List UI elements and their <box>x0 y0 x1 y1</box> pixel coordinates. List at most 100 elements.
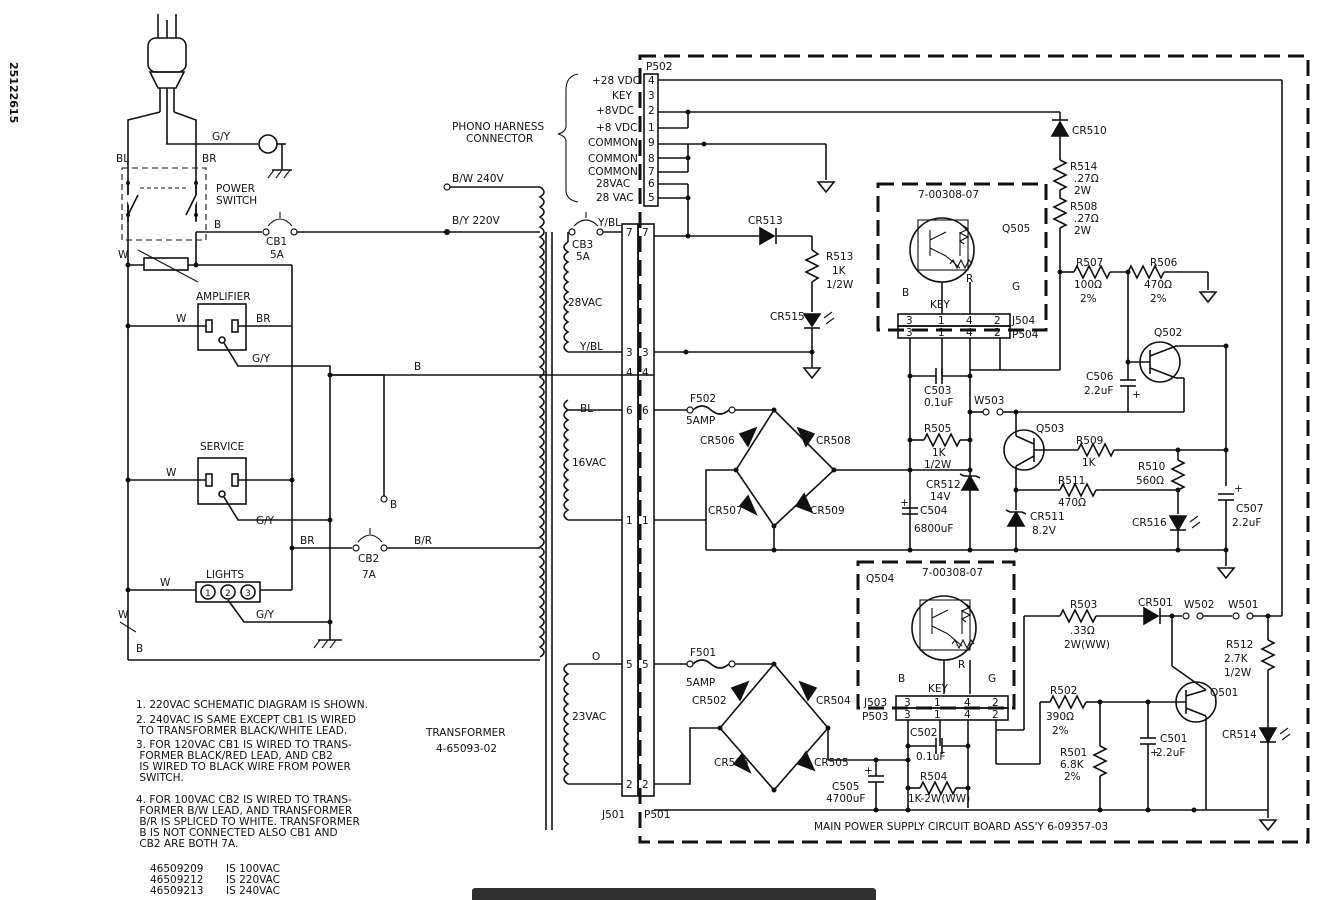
w501-label: W501 <box>1228 599 1258 611</box>
r501-label: R501 <box>1060 747 1087 759</box>
winding-bl: BL <box>580 403 593 415</box>
amplifier-label: AMPLIFIER <box>196 291 251 303</box>
r505-value: 1K <box>932 447 947 459</box>
winding-28vac: 28VAC <box>568 297 602 309</box>
line-plug <box>127 14 292 660</box>
cr501-label: CR501 <box>1138 597 1173 609</box>
svg-text:3: 3 <box>906 327 913 339</box>
reg1-g: G <box>1012 281 1020 293</box>
service-w-label: W <box>166 467 177 479</box>
r512-value: 2.7K <box>1224 653 1249 665</box>
f501-value: 5AMP <box>686 677 715 689</box>
transformer-part: 4-65093-02 <box>436 743 497 755</box>
horizontal-scrollbar[interactable] <box>472 888 876 900</box>
cb2-rating: 7A <box>362 569 377 581</box>
svg-text:+: + <box>1234 483 1243 495</box>
cr514-label: CR514 <box>1222 729 1257 741</box>
cr513-label: CR513 <box>748 215 783 227</box>
r505-label: R505 <box>924 423 951 435</box>
r501-value: 6.8K <box>1060 759 1085 771</box>
r508-label: R508 <box>1070 201 1097 213</box>
svg-text:3: 3 <box>648 90 655 102</box>
svg-text:8: 8 <box>648 153 655 165</box>
reg1-r: R <box>966 273 973 285</box>
svg-text:+28 VDC: +28 VDC <box>592 75 640 87</box>
reg1-key: KEY <box>930 299 951 311</box>
svg-text:2: 2 <box>994 327 1001 339</box>
winding-23vac: 23VAC <box>572 711 606 723</box>
board-title: MAIN POWER SUPPLY CIRCUIT BOARD ASS'Y 6-… <box>814 821 1108 833</box>
r513-power: 1/2W <box>826 279 854 291</box>
svg-text:KEY: KEY <box>612 90 633 102</box>
svg-text:1: 1 <box>938 315 945 327</box>
r501-tol: 2% <box>1064 771 1081 783</box>
r514-value: .27Ω <box>1074 173 1099 185</box>
r507-value: 100Ω <box>1074 279 1102 291</box>
reg2-name: Q504 <box>866 573 895 585</box>
svg-text:COMMON: COMMON <box>588 137 638 149</box>
p504-label: P504 <box>1012 329 1039 341</box>
service-outlet <box>197 457 247 505</box>
lights-gy-label: G/Y <box>256 609 275 621</box>
svg-text:1: 1 <box>648 122 655 134</box>
reg2-key: KEY <box>928 683 949 695</box>
r508-value: .27Ω <box>1074 213 1099 225</box>
svg-text:+8 VDC: +8 VDC <box>596 122 637 134</box>
cr512-value: 14V <box>930 491 951 503</box>
amp-w-label: W <box>176 313 187 325</box>
j504-label: J504 <box>1011 315 1035 327</box>
transformer-label: TRANSFORMER <box>425 727 506 739</box>
cr512-label: CR512 <box>926 479 961 491</box>
reg2-box <box>856 560 1016 710</box>
cr516-label: CR516 <box>1132 517 1167 529</box>
svg-text:3: 3 <box>642 347 649 359</box>
cb3-yb-label: Y/BL <box>597 217 621 229</box>
cr509-label: CR509 <box>810 505 845 517</box>
svg-text:28 VAC: 28 VAC <box>596 192 634 204</box>
q503-label: Q503 <box>1036 423 1064 435</box>
cr506-label: CR506 <box>700 435 735 447</box>
j501-label: J501 <box>601 809 625 821</box>
cb3-rating: 5A <box>576 251 591 263</box>
svg-text:2: 2 <box>994 315 1001 327</box>
svg-text:2: 2 <box>626 779 633 791</box>
r511-value: 470Ω <box>1058 497 1086 509</box>
w503-label: W503 <box>974 395 1004 407</box>
r502-value: 390Ω <box>1046 711 1074 723</box>
svg-text:4: 4 <box>964 709 971 721</box>
model-1-text: IS 100VAC <box>226 863 280 875</box>
q501-label: Q501 <box>1210 687 1238 699</box>
c505-label: C505 <box>832 781 859 793</box>
cb2-br-label: B/R <box>414 535 432 547</box>
svg-text:2: 2 <box>992 709 999 721</box>
model-3-num: 46509213 <box>150 885 203 897</box>
r512-label: R512 <box>1226 639 1253 651</box>
amplifier-outlet <box>197 303 247 351</box>
b-bus-label: B <box>414 361 421 373</box>
svg-text:2: 2 <box>642 779 649 791</box>
svg-text:+: + <box>864 765 873 777</box>
svg-text:4: 4 <box>964 697 971 709</box>
r503-power: 2W(WW) <box>1064 639 1110 651</box>
c506-value: 2.2uF <box>1084 385 1113 397</box>
r502-tol: 2% <box>1052 725 1069 737</box>
j503-label: J503 <box>863 697 887 709</box>
svg-text:7: 7 <box>648 166 655 178</box>
c502-value: 0.1uF <box>916 751 945 763</box>
model-2-num: 46509212 <box>150 874 203 886</box>
r507-label: R507 <box>1076 257 1103 269</box>
cb2-label: CB2 <box>358 553 379 565</box>
switch-bl-label: BL <box>116 153 129 165</box>
svg-text:4: 4 <box>966 315 973 327</box>
tap-bw-label: B/W 240V <box>452 173 505 185</box>
cr508-label: CR508 <box>816 435 851 447</box>
r509-value: 1K <box>1082 457 1097 469</box>
svg-text:1: 1 <box>938 327 945 339</box>
svg-text:3: 3 <box>904 697 911 709</box>
svg-text:1: 1 <box>934 709 941 721</box>
model-1-num: 46509209 <box>150 863 203 875</box>
